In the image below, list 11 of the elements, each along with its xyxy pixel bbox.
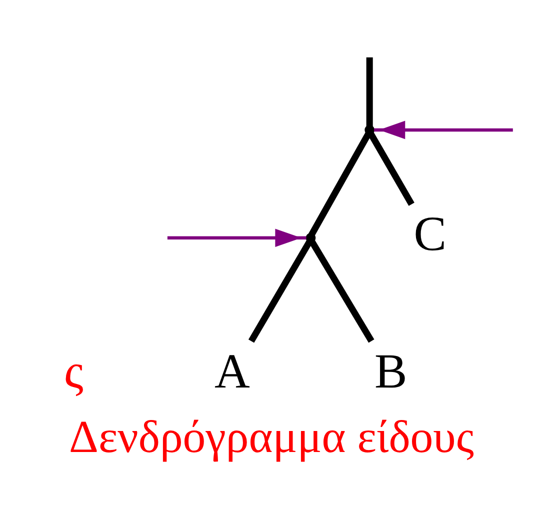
connector <box>366 57 373 128</box>
connector <box>366 130 414 206</box>
connector <box>308 130 372 238</box>
label: ς <box>64 343 84 398</box>
caption: Δενδρόγραμμα είδους <box>69 410 474 462</box>
node-text: A <box>214 343 250 398</box>
connector <box>308 238 374 343</box>
node-text: C <box>414 206 446 262</box>
node-text: B <box>374 343 408 398</box>
arrow <box>275 228 306 248</box>
arrow <box>374 120 406 140</box>
